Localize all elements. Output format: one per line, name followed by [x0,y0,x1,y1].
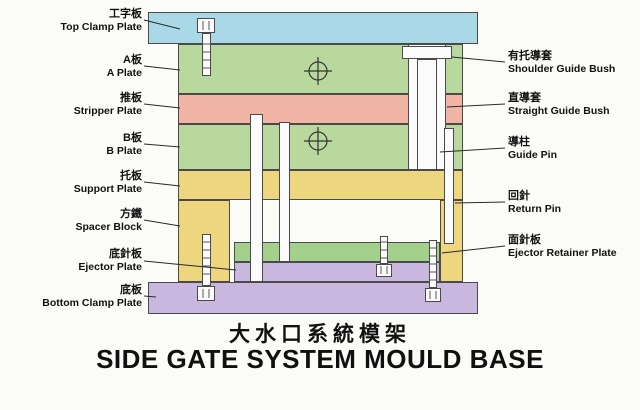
label-ejector-plate: 底針板 Ejector Plate [78,248,142,274]
label-shoulder-guide-bush-cn: 有托導套 [508,50,552,62]
top-screw-head [197,18,215,33]
right-screw-head [425,288,441,302]
guide-pin-shape [417,59,437,170]
support-plate-shape [178,170,463,200]
label-straight-guide-bush-cn: 直導套 [508,92,541,104]
label-ejector-retainer-plate-en: Ejector Retainer Plate [508,247,617,259]
label-guide-pin-en: Guide Pin [508,149,558,161]
label-ejector-plate-en: Ejector Plate [78,261,142,273]
label-shoulder-guide-bush: 有托導套 Shoulder Guide Bush [508,50,615,76]
label-return-pin-en: Return Pin [508,203,562,215]
label-guide-pin-cn: 導柱 [508,136,530,148]
label-b-plate-cn: B板 [123,132,142,144]
label-bottom-clamp-plate-cn: 底板 [120,284,142,296]
bottom-screw-shaft [202,234,211,286]
label-top-clamp-plate-en: Top Clamp Plate [60,21,142,33]
label-stripper-plate-cn: 推板 [120,92,142,104]
label-a-plate-en: A Plate [106,67,142,79]
shoulder-guide-bush-flange [402,46,452,59]
ejector-rod-shape [250,114,263,282]
label-straight-guide-bush: 直導套 Straight Guide Bush [508,92,610,118]
ejector-pin-shape [279,122,290,262]
return-pin-shape [444,128,454,244]
label-spacer-block-en: Spacer Block [75,221,142,233]
right-screw-shaft [429,240,437,288]
label-shoulder-guide-bush-en: Shoulder Guide Bush [508,63,616,75]
label-top-clamp-plate-cn: 工字板 [109,8,142,20]
label-bottom-clamp-plate: 底板 Bottom Clamp Plate [42,284,142,310]
label-ejector-retainer-plate: 面針板 Ejector Retainer Plate [508,234,617,260]
label-return-pin-cn: 回針 [508,190,530,202]
ejector-plate-shape [234,262,440,282]
ejector-screw-head [376,264,392,277]
label-bottom-clamp-plate-en: Bottom Clamp Plate [42,297,142,309]
title-chinese: 大水口系統模架 [229,323,411,346]
label-ejector-plate-cn: 底針板 [109,248,142,260]
label-support-plate-en: Support Plate [73,183,142,195]
label-support-plate: 托板 Support Plate [74,170,142,196]
bottom-screw-head [197,286,215,301]
title-english: SIDE GATE SYSTEM MOULD BASE [96,344,544,374]
label-b-plate-en: B Plate [106,145,142,157]
label-spacer-block: 方鐵 Spacer Block [75,208,142,234]
label-spacer-block-cn: 方鐵 [120,208,142,220]
guide-bush-column-shape [408,44,446,170]
label-stripper-plate-en: Stripper Plate [73,105,142,117]
label-guide-pin: 導柱 Guide Pin [508,136,557,162]
ejector-retainer-plate-shape [234,242,440,262]
label-return-pin: 回針 Return Pin [508,190,561,216]
label-b-plate: B板 B Plate [106,132,142,158]
label-a-plate: A板 A Plate [107,54,142,80]
label-ejector-retainer-plate-cn: 面針板 [508,234,541,246]
label-a-plate-cn: A板 [123,54,142,66]
label-stripper-plate: 推板 Stripper Plate [74,92,142,118]
label-straight-guide-bush-en: Straight Guide Bush [508,105,610,117]
top-screw-shaft [202,33,211,76]
ejector-screw-shaft [380,236,388,264]
label-support-plate-cn: 托板 [120,170,142,182]
label-top-clamp-plate: 工字板 Top Clamp Plate [61,8,142,34]
